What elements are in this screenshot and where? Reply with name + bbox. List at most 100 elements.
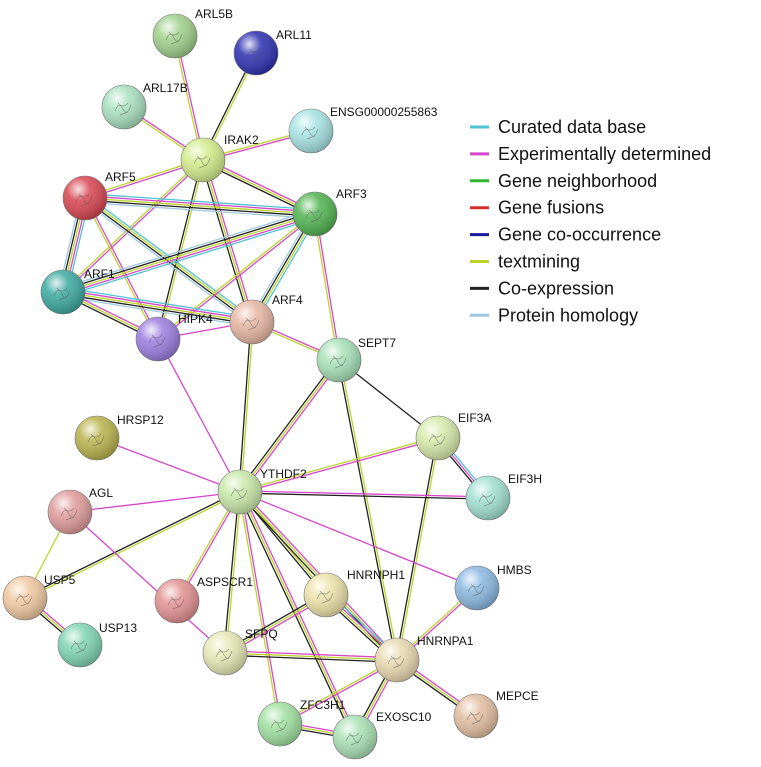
edge-arf4-ythdf2 <box>238 321 254 493</box>
node-shine <box>218 470 262 514</box>
edge-line-coexpression <box>84 199 315 217</box>
node-label: ARL5B <box>195 7 233 21</box>
edge-arf5-arf3 <box>84 192 316 220</box>
node-sfpq[interactable]: SFPQ <box>202 627 278 676</box>
node-label: SEPT7 <box>358 336 396 350</box>
node-arl11[interactable]: ARL11 <box>233 28 312 76</box>
edge-arf3-arf1 <box>61 209 317 297</box>
node-shine <box>75 416 119 460</box>
edge-line-experimental <box>240 491 282 724</box>
edge-line-curated <box>64 217 317 297</box>
node-exosc10[interactable]: EXOSC10 <box>332 710 432 760</box>
node-ensg[interactable]: ENSG00000255863 <box>288 105 438 154</box>
edge-line-textmining <box>84 197 316 215</box>
legend-item-curated: Curated data base <box>470 117 646 137</box>
legend-label: Gene co-occurrence <box>498 225 661 245</box>
edge-line-textmining <box>339 359 399 660</box>
node-label: MEPCE <box>496 689 539 703</box>
legend-item-textmining: textmining <box>470 252 580 272</box>
edge-line-experimental <box>240 438 439 494</box>
node-usp5[interactable]: USP5 <box>2 573 76 621</box>
protein-structure-icon <box>387 655 405 669</box>
protein-structure-icon <box>148 334 166 348</box>
legend-label: Curated data base <box>498 117 646 137</box>
node-shine <box>3 576 47 620</box>
edge-line-textmining <box>239 436 438 492</box>
node-shine <box>153 14 197 58</box>
edge-line-experimental <box>315 213 341 360</box>
legend-label: Co-expression <box>498 278 614 298</box>
legend-label: Gene fusions <box>498 198 604 218</box>
protein-structure-icon <box>15 593 33 607</box>
node-label: YTHDF2 <box>260 467 307 481</box>
node-arf5[interactable]: ARF5 <box>62 170 136 221</box>
node-hrsp12[interactable]: HRSP12 <box>74 413 164 461</box>
node-shine <box>181 138 225 182</box>
edge-ythdf2-eif3h <box>239 490 489 500</box>
edge-line-experimental <box>85 197 160 339</box>
legend-item-fusion: Gene fusions <box>470 198 604 218</box>
edge-line-textmining <box>158 160 205 340</box>
node-agl[interactable]: AGL <box>47 486 113 535</box>
node-ythdf2[interactable]: YTHDF2 <box>217 467 307 515</box>
edge-hipk4-ythdf2 <box>157 338 241 493</box>
protein-structure-icon <box>466 711 484 725</box>
edge-line-coexpression <box>337 360 397 661</box>
node-hnrnpa1[interactable]: HNRNPA1 <box>374 634 474 683</box>
protein-structure-icon <box>230 487 248 501</box>
node-hmbs[interactable]: HMBS <box>454 563 532 611</box>
node-shine <box>289 109 333 153</box>
node-zfc3h1[interactable]: ZFC3H1 <box>257 698 346 747</box>
node-shine <box>455 566 499 610</box>
node-label: ARF1 <box>84 267 115 281</box>
node-mepce[interactable]: MEPCE <box>453 689 539 739</box>
node-shine <box>304 573 348 617</box>
node-usp13[interactable]: USP13 <box>57 621 137 668</box>
protein-structure-icon <box>75 193 93 207</box>
protein-structure-icon <box>193 155 211 169</box>
node-label: HNRNPA1 <box>417 634 474 648</box>
node-label: HMBS <box>497 563 532 577</box>
node-hipk4[interactable]: HIPK4 <box>135 312 213 362</box>
edge-sept7-hnrnpa1 <box>337 359 399 661</box>
node-shine <box>416 416 460 460</box>
edge-agl-sfpq <box>69 511 226 654</box>
protein-structure-icon <box>329 355 347 369</box>
edge-ythdf2-usp5 <box>24 490 241 600</box>
node-eif3h[interactable]: EIF3H <box>465 472 542 521</box>
node-irak2[interactable]: IRAK2 <box>180 133 259 183</box>
edge-line-experimental <box>239 491 478 589</box>
edge-eif3a-ythdf2 <box>239 436 439 494</box>
edge-line-textmining <box>225 492 242 654</box>
protein-structure-icon <box>316 590 334 604</box>
node-arl17b[interactable]: ARL17B <box>101 81 188 130</box>
edge-line-experimental <box>241 360 342 494</box>
protein-structure-icon <box>305 209 323 223</box>
node-arf1[interactable]: ARF1 <box>40 267 115 315</box>
node-aspscr1[interactable]: ASPSCR1 <box>154 575 253 624</box>
edge-line-coexpression <box>237 358 338 492</box>
node-shine <box>41 270 85 314</box>
legend-item-homology: Protein homology <box>470 305 638 325</box>
node-shine <box>454 694 498 738</box>
edge-line-coexpression <box>156 159 203 339</box>
edge-line-textmining <box>397 438 440 661</box>
node-label: HRSP12 <box>117 413 164 427</box>
edge-line-coexpression <box>62 293 252 325</box>
legend-item-experimental: Experimentally determined <box>470 144 711 164</box>
node-eif3a[interactable]: EIF3A <box>415 411 491 461</box>
node-hnrnph1[interactable]: HNRNPH1 <box>303 568 405 618</box>
edge-line-coexpression <box>62 211 315 291</box>
node-arl5b[interactable]: ARL5B <box>152 7 233 59</box>
edge-sfpq-hnrnpa1 <box>224 650 398 663</box>
node-sept7[interactable]: SEPT7 <box>316 336 396 383</box>
node-arf3[interactable]: ARF3 <box>292 187 367 237</box>
node-arf4[interactable]: ARF4 <box>229 293 303 345</box>
edge-line-coexpression <box>223 491 240 653</box>
edge-line-textmining <box>25 492 241 600</box>
protein-structure-icon <box>114 102 132 116</box>
edge-line-experimental <box>85 195 316 213</box>
edge-line-experimental <box>63 160 205 294</box>
edge-line-homology <box>61 209 314 289</box>
